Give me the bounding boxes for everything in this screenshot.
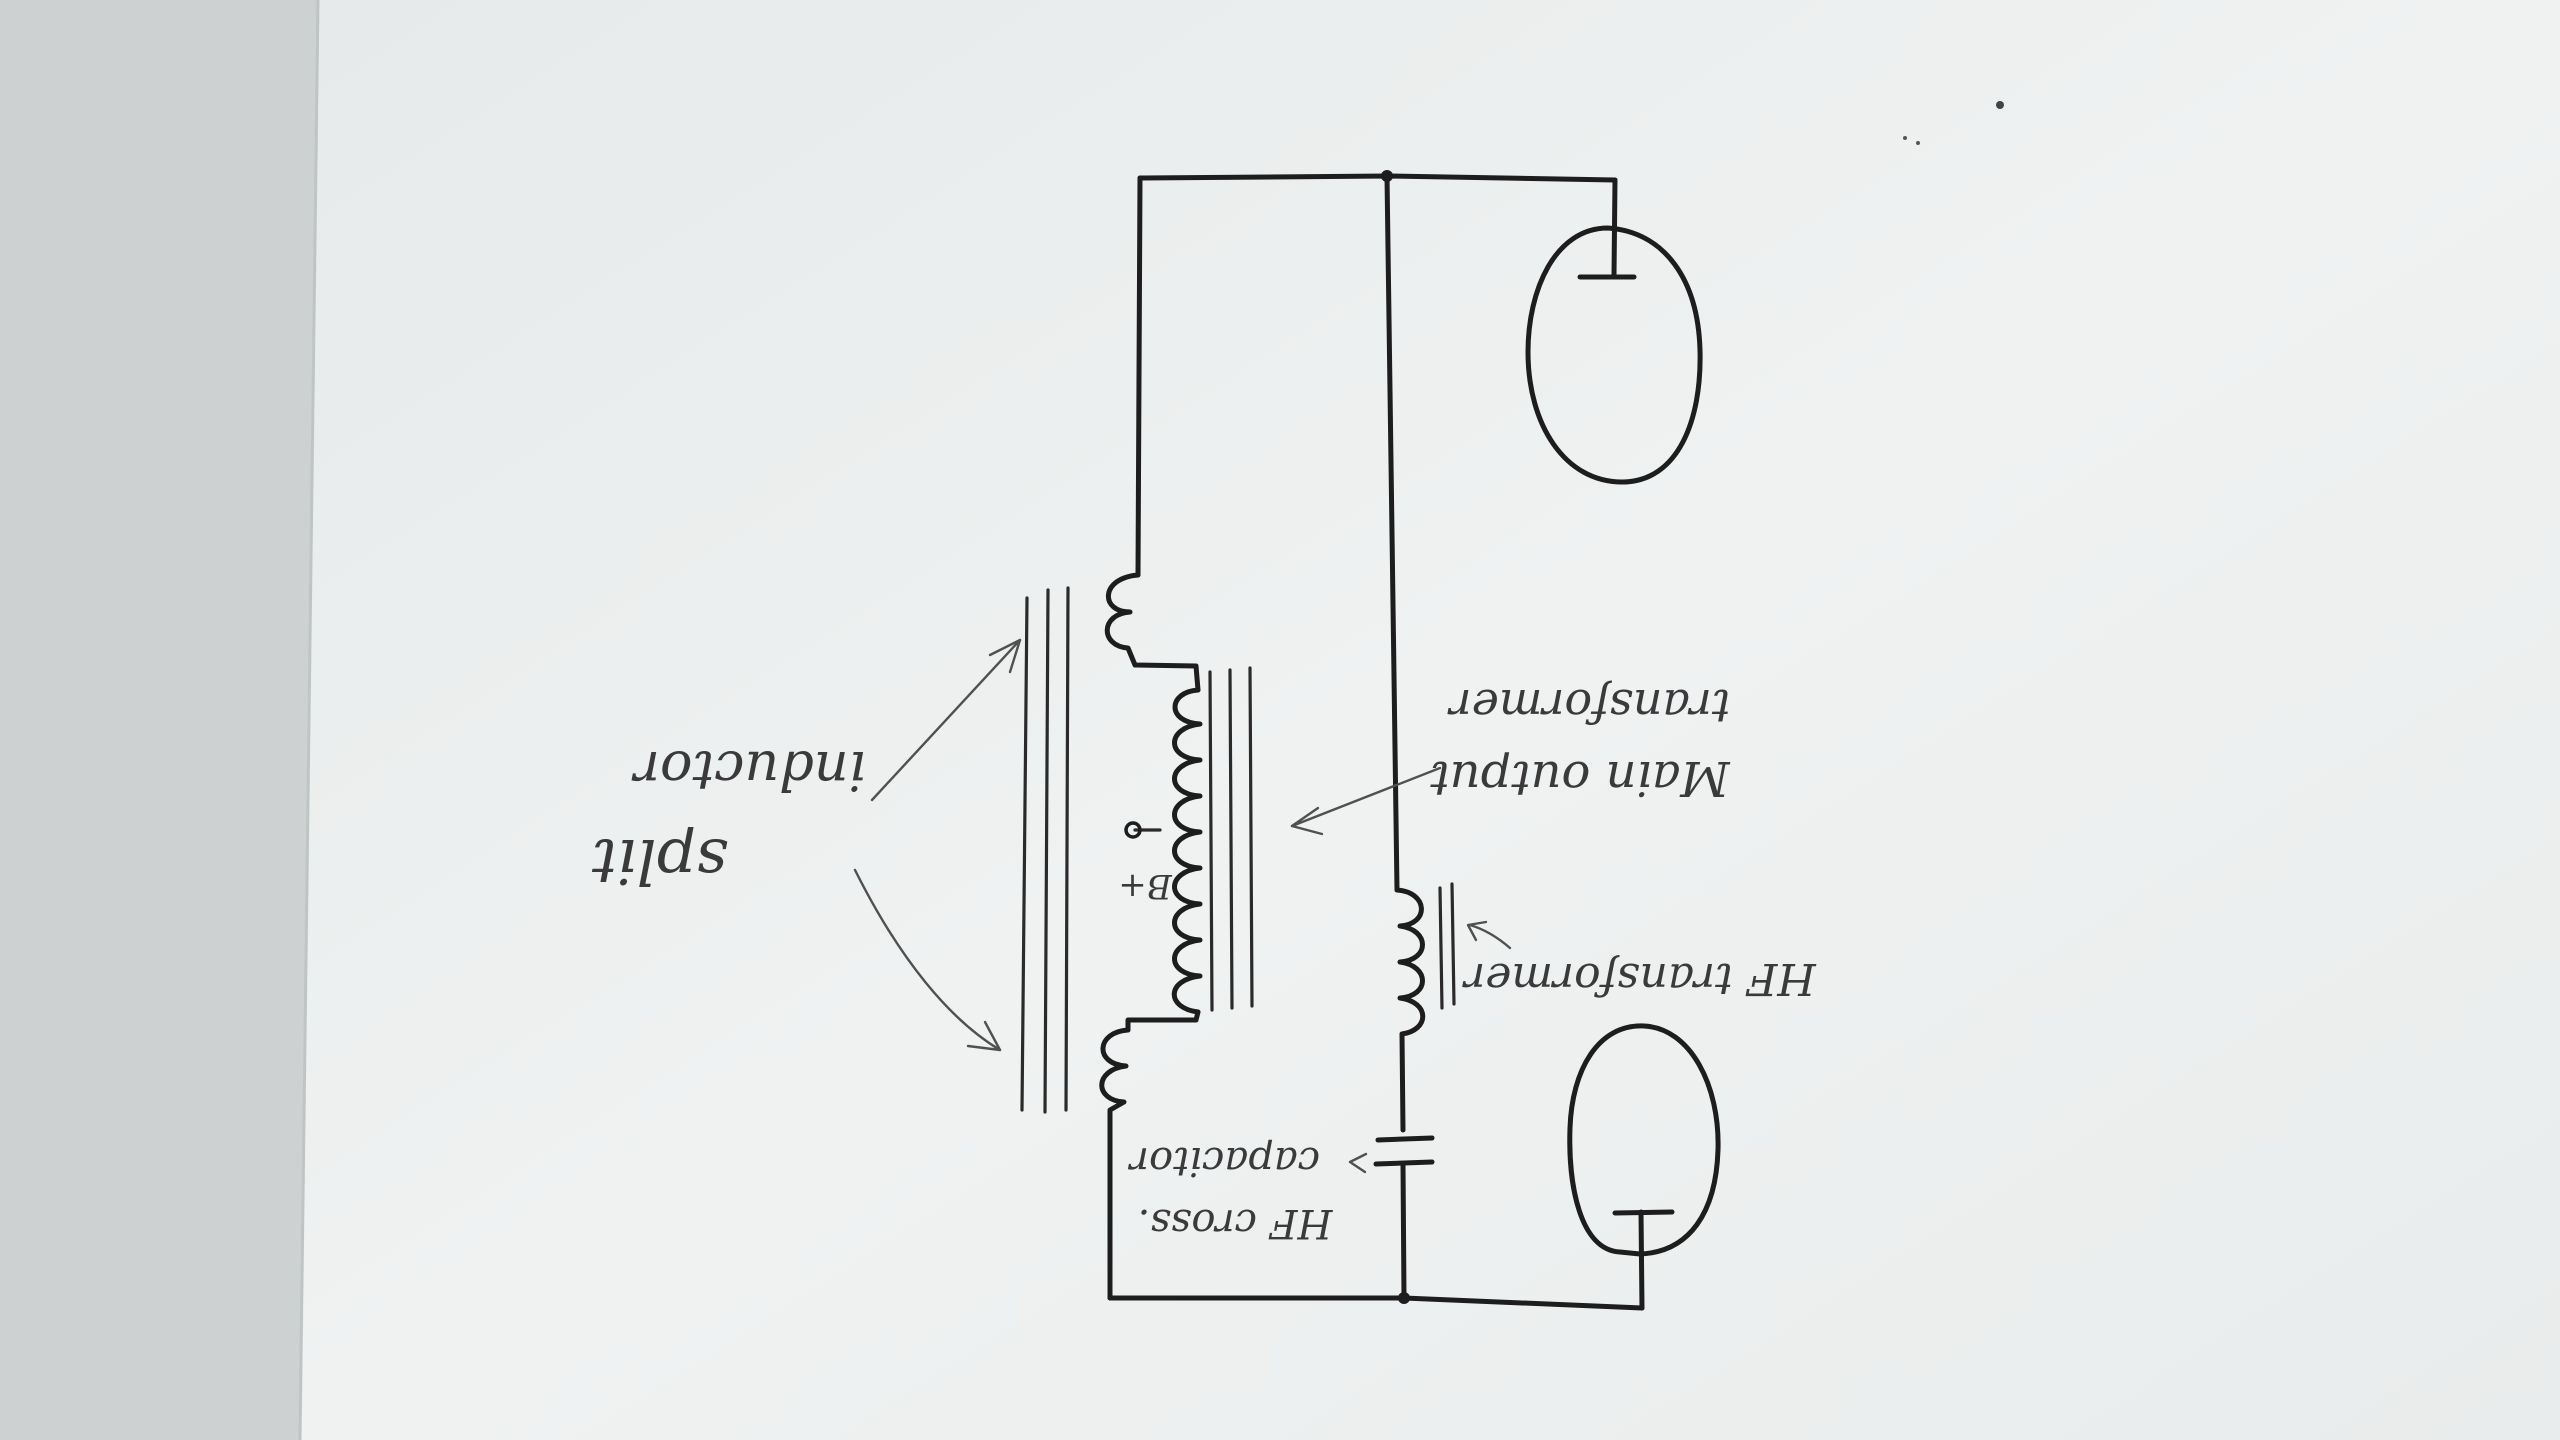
hf-transformer-coil xyxy=(1394,887,1426,1133)
main-output-arrow-head xyxy=(1290,806,1324,836)
main-output-arrow xyxy=(1290,766,1442,828)
split-inductor-core xyxy=(1020,586,1070,1114)
hf-transformer-arrow xyxy=(1468,923,1512,950)
label-hf-cross-line2: capacitor xyxy=(1127,1138,1320,1184)
label-hf-transformer: HF transformer xyxy=(1461,953,1816,1004)
label-split-inductor: split inductor xyxy=(592,739,866,898)
split-arrow-upper xyxy=(870,638,1022,802)
lower-tube-plate xyxy=(1612,1209,1675,1216)
paper-sheet xyxy=(300,0,2560,1440)
center-upper-wire xyxy=(1384,173,1400,893)
paper-speck xyxy=(1903,136,1907,140)
label-hf-transformer-text: HF transformer xyxy=(1461,953,1816,1004)
left-upper-wire xyxy=(1135,175,1143,578)
hf-cap-pointer xyxy=(1348,1152,1368,1174)
paper-speck xyxy=(1916,141,1920,145)
lower-link-wire xyxy=(1125,1009,1201,1033)
label-split-line1: split xyxy=(592,825,728,898)
label-main-output-line1: Main output xyxy=(1430,750,1731,806)
split-inductor-upper-coil xyxy=(1104,572,1201,693)
upper-tube-envelope xyxy=(1525,225,1703,485)
label-split-line2: inductor xyxy=(631,739,866,802)
label-hf-cross-line1: HF cross. xyxy=(1138,1200,1334,1246)
hf-cross-capacitor xyxy=(1373,1135,1435,1301)
main-output-transformer-coil xyxy=(1171,687,1203,1015)
annotations xyxy=(853,638,1512,1174)
circuit xyxy=(1020,170,1721,1311)
hf-transformer-core xyxy=(1438,882,1456,1010)
label-main-output-transformer: Main output transformer xyxy=(1430,679,1731,806)
main-transformer-core xyxy=(1208,666,1254,1012)
paper-edge xyxy=(298,0,320,1440)
label-hf-cross-capacitor: HF cross. capacitor xyxy=(1127,1138,1333,1246)
split-arrow-upper-head xyxy=(988,638,1022,674)
split-inductor-lower-coil xyxy=(1099,1027,1131,1301)
label-b-plus-text: B+ xyxy=(1118,866,1172,906)
split-arrow-lower-head xyxy=(966,1020,1002,1052)
label-b-plus: B+ xyxy=(1118,866,1172,906)
lower-tube-lead xyxy=(1638,1209,1645,1311)
hf-transformer-arrow-head xyxy=(1466,920,1488,942)
lower-tube-envelope xyxy=(1567,1023,1721,1257)
paper-speck xyxy=(1996,101,2004,109)
label-main-output-line2: transformer xyxy=(1447,679,1731,733)
split-arrow-lower xyxy=(853,868,1002,1052)
b-plus-terminal xyxy=(1124,821,1142,839)
